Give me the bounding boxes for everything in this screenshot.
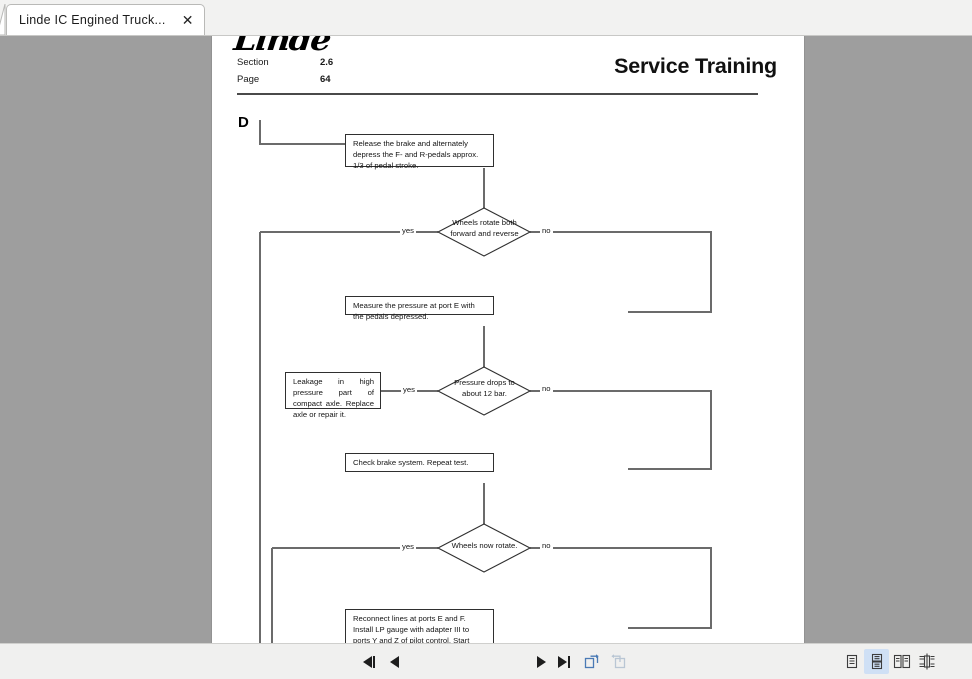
flowchart-node-release-brake: Release the brake and alternately depres… xyxy=(345,134,494,170)
first-page-button[interactable] xyxy=(358,650,380,673)
next-page-button[interactable] xyxy=(530,650,552,673)
decision-diamond-3 xyxy=(436,523,532,573)
two-page-view-button[interactable] xyxy=(889,649,914,674)
page-meta-row: Page 64 xyxy=(237,74,437,87)
decision-diamond-2 xyxy=(436,366,532,416)
flowchart-decision-pressure-drops-label: Pressure drops to about 12 bar. xyxy=(454,378,515,398)
next-page-icon xyxy=(536,655,546,668)
branch-label-yes-3: yes xyxy=(400,542,416,551)
tab-bar: Linde IC Engined Truck... ✕ xyxy=(0,0,972,36)
flowchart: Release the brake and alternately depres… xyxy=(212,36,804,643)
page-rotate-clockwise-icon[interactable] xyxy=(580,649,605,674)
branch-label-no-3: no xyxy=(540,541,553,550)
viewer-toolbar: 72 / 136 ▾ xyxy=(0,643,972,679)
single-page-view-button[interactable] xyxy=(839,649,864,674)
branch-label-no-2: no xyxy=(540,384,553,393)
section-meta-row: Section 2.6 xyxy=(237,57,437,70)
document-page: Linde Section 2.6 Page 64 Service Traini… xyxy=(212,36,804,643)
flowchart-node-leakage-compact-axle: Leakage in high pressure part of compact… xyxy=(285,372,381,419)
tab-left-edge xyxy=(0,4,6,35)
section-letter: D xyxy=(238,114,249,131)
flowchart-node-check-brake-system: Check brake system. Repeat test. xyxy=(345,453,494,472)
branch-label-yes-2: yes xyxy=(401,385,417,394)
section-label: Section xyxy=(237,57,269,68)
section-value: 2.6 xyxy=(320,57,334,68)
last-page-icon xyxy=(558,655,570,668)
previous-page-icon xyxy=(389,655,399,668)
previous-page-button[interactable] xyxy=(383,650,405,673)
document-tab[interactable]: Linde IC Engined Truck... ✕ xyxy=(6,4,205,35)
branch-label-yes-1: yes xyxy=(400,226,416,235)
page-rotate-counterclockwise-icon[interactable] xyxy=(606,649,631,674)
branch-label-no-1: no xyxy=(540,226,553,235)
flowchart-node-measure-pressure: Measure the pressure at port E with the … xyxy=(345,296,494,321)
flowchart-node-reconnect-lines: Reconnect lines at ports E and F. Instal… xyxy=(345,609,494,643)
page-label: Page xyxy=(237,74,260,85)
title-divider xyxy=(237,93,758,95)
book-view-button[interactable] xyxy=(914,649,939,674)
continuous-page-view-button[interactable] xyxy=(864,649,889,674)
decision-diamond-1 xyxy=(436,207,532,257)
flowchart-decision-wheels-now-rotate-label: Wheels now rotate. xyxy=(451,541,518,550)
page-value: 64 xyxy=(320,74,331,85)
document-viewport[interactable]: Linde Section 2.6 Page 64 Service Traini… xyxy=(0,36,972,643)
last-page-button[interactable] xyxy=(553,650,575,673)
close-icon[interactable]: ✕ xyxy=(181,12,194,28)
tab-title: Linde IC Engined Truck... xyxy=(19,13,166,27)
flowchart-decision-wheels-rotate-label: Wheels rotate both forward and reverse xyxy=(450,218,519,238)
page-title: Service Training xyxy=(614,54,777,78)
flowchart-connectors xyxy=(259,120,712,643)
first-page-icon xyxy=(363,655,375,668)
